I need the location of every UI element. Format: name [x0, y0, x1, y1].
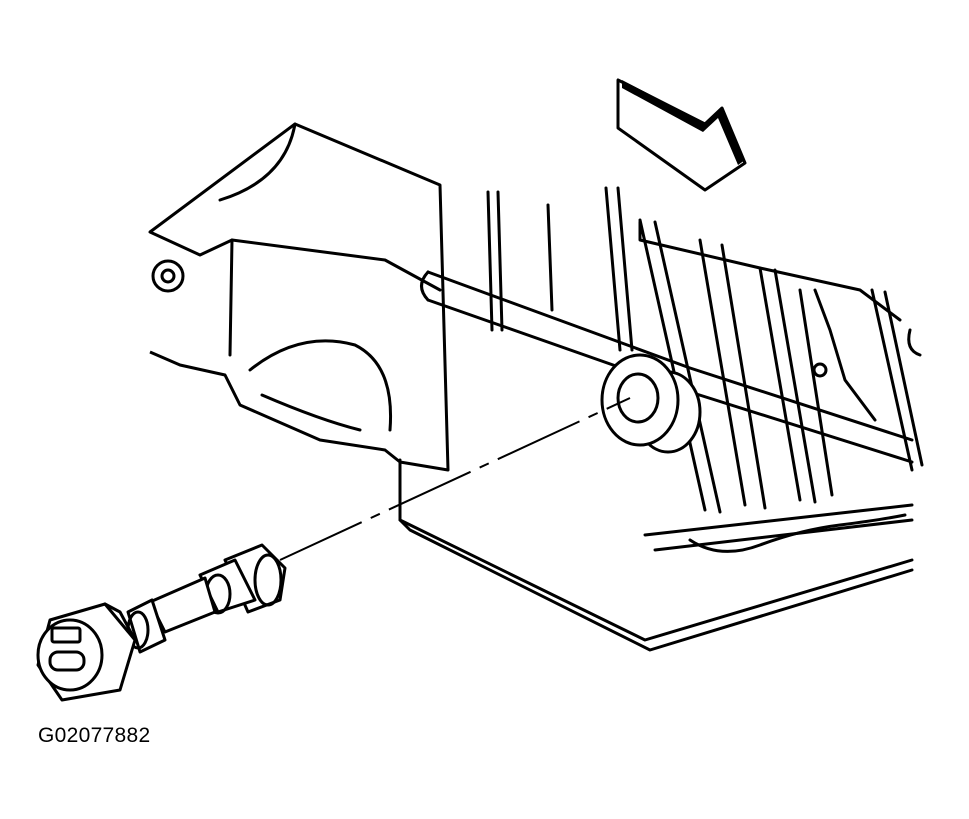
- lock-cylinder: [36, 543, 287, 702]
- back-panel: [638, 220, 922, 422]
- bushing: [600, 353, 702, 454]
- center-line: [279, 397, 631, 561]
- base-plate: [398, 458, 914, 652]
- rods: [486, 186, 924, 514]
- housing: [148, 122, 450, 472]
- arrow-right-icon: [616, 78, 747, 192]
- figure-id-label: G02077882: [38, 724, 151, 747]
